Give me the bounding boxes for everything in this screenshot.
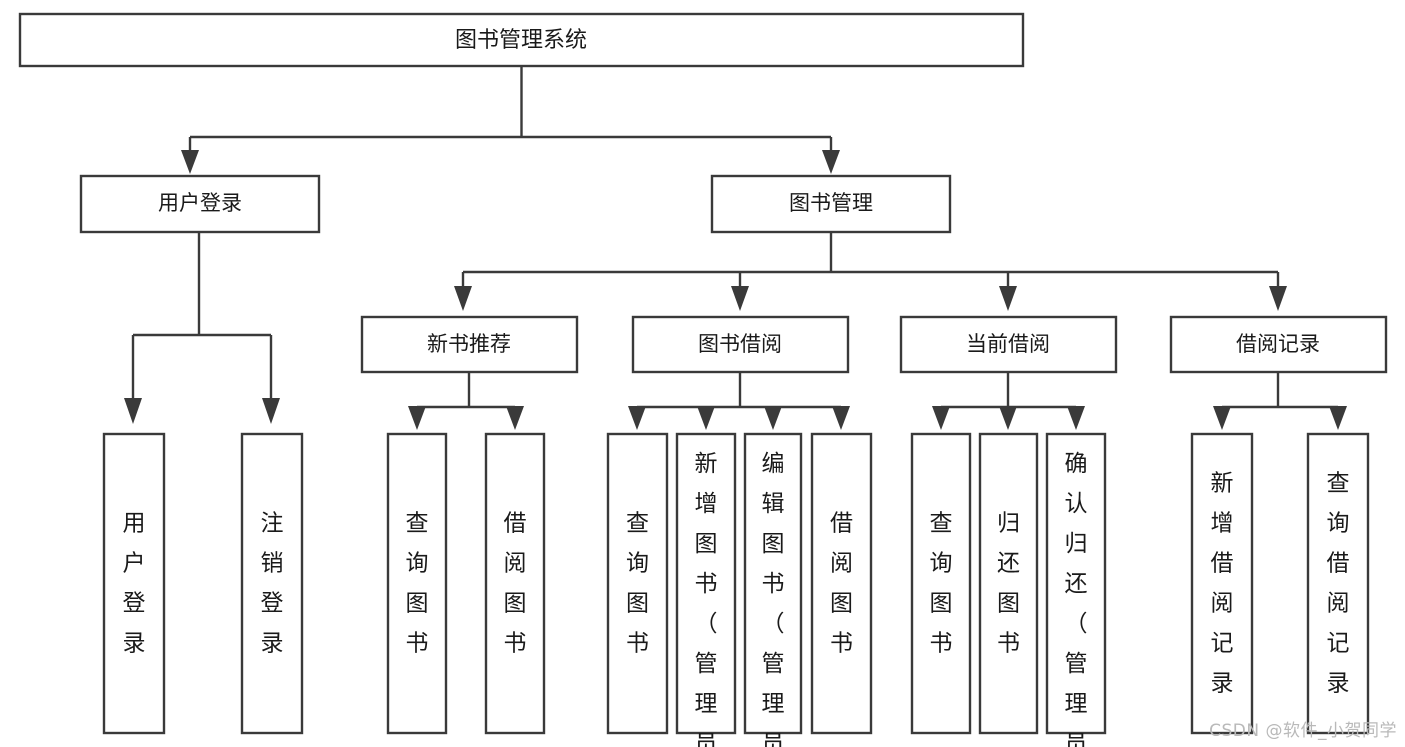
leaf-node-label: 注销登录: [261, 510, 284, 656]
connector-layer: [124, 66, 1347, 430]
arrowhead-level3-2: [731, 286, 749, 311]
node-book-borrow-label: 图书借阅: [698, 332, 782, 356]
arrowhead-borrow-child-1: [628, 406, 646, 430]
leaf-node-book-borrow-1[interactable]: 查询图书: [606, 432, 669, 735]
leaf-node-box[interactable]: [102, 432, 166, 735]
node-new-book-recommend-box[interactable]: [360, 315, 579, 374]
leaf-node-current-borrow-3[interactable]: 确认归还（管理员）: [1045, 432, 1107, 747]
leaf-node-borrow-record-1[interactable]: 新增借阅记录: [1190, 432, 1254, 735]
arrowhead-new-book-child-2: [506, 406, 524, 430]
node-book-management[interactable]: 图书管理: [710, 174, 952, 234]
leaf-node-new-book-2[interactable]: 借阅图书: [484, 432, 546, 735]
node-borrow-record-label: 借阅记录: [1236, 332, 1320, 356]
leaf-node-user-login-1[interactable]: 用户登录: [102, 432, 166, 735]
leaf-node-book-borrow-4[interactable]: 借阅图书: [810, 432, 873, 735]
node-current-borrow-label: 当前借阅: [966, 332, 1050, 356]
leaf-node-box[interactable]: [484, 432, 546, 735]
leaf-node-current-borrow-2[interactable]: 归还图书: [978, 432, 1039, 735]
node-new-book-recommend[interactable]: 新书推荐: [360, 315, 579, 374]
leaf-node-label: 用户登录: [123, 510, 146, 656]
arrowhead-user-login-child-1: [124, 398, 142, 424]
leaf-node-label: 归还图书: [997, 510, 1020, 656]
arrowhead-level3-1: [454, 286, 472, 311]
arrowhead-borrow-child-2: [697, 406, 715, 430]
leaf-node-box[interactable]: [1190, 432, 1254, 735]
arrowhead-record-child-1: [1213, 406, 1231, 430]
arrowhead-current-child-2: [999, 406, 1017, 430]
leaf-node-borrow-record-2[interactable]: 查询借阅记录: [1306, 432, 1370, 735]
leaf-node-label: 借阅图书: [830, 510, 853, 656]
leaf-node-label: 借阅图书: [504, 510, 527, 656]
node-user-login-label: 用户登录: [158, 191, 242, 215]
node-current-borrow-box[interactable]: [899, 315, 1118, 374]
leaf-node-label: 新增图书（管理员）: [695, 451, 718, 747]
arrowhead-user-login: [181, 150, 199, 174]
leaf-node-box[interactable]: [978, 432, 1039, 735]
leaf-node-box[interactable]: [1045, 432, 1107, 735]
arrowhead-record-child-2: [1329, 406, 1347, 430]
node-current-borrow[interactable]: 当前借阅: [899, 315, 1118, 374]
leaf-node-label: 查询图书: [406, 510, 429, 656]
arrowhead-book-mgmt: [822, 150, 840, 174]
arrowhead-borrow-child-3: [764, 406, 782, 430]
node-root-label: 图书管理系统: [455, 28, 587, 53]
node-new-book-recommend-label: 新书推荐: [427, 332, 511, 356]
leaf-node-box[interactable]: [386, 432, 448, 735]
node-book-management-label: 图书管理: [789, 191, 873, 215]
leaf-node-label: 查询借阅记录: [1327, 470, 1350, 696]
arrowhead-level3-4: [1269, 286, 1287, 311]
node-book-borrow-box[interactable]: [631, 315, 850, 374]
leaf-node-current-borrow-1[interactable]: 查询图书: [910, 432, 972, 735]
arrowhead-borrow-child-4: [832, 406, 850, 430]
leaf-node-label: 查询图书: [930, 510, 953, 656]
node-book-management-box[interactable]: [710, 174, 952, 234]
node-book-borrow[interactable]: 图书借阅: [631, 315, 850, 374]
leaf-node-book-borrow-3[interactable]: 编辑图书（管理员）: [743, 432, 803, 747]
node-root-box[interactable]: [18, 12, 1025, 68]
node-root[interactable]: 图书管理系统: [18, 12, 1025, 68]
leaf-node-box[interactable]: [606, 432, 669, 735]
leaf-node-label: 编辑图书（管理员）: [762, 451, 785, 747]
arrowhead-user-login-child-2: [262, 398, 280, 424]
leaf-node-label: 新增借阅记录: [1211, 470, 1234, 696]
leaf-node-box[interactable]: [743, 432, 803, 735]
leaf-node-user-login-2[interactable]: 注销登录: [240, 432, 304, 735]
arrowhead-current-child-1: [932, 406, 950, 430]
node-borrow-record-box[interactable]: [1169, 315, 1388, 374]
arrowhead-new-book-child-1: [408, 406, 426, 430]
leaf-node-box[interactable]: [675, 432, 737, 735]
leaf-node-label: 查询图书: [626, 510, 649, 656]
node-borrow-record[interactable]: 借阅记录: [1169, 315, 1388, 374]
node-user-login-box[interactable]: [79, 174, 321, 234]
leaf-node-box[interactable]: [1306, 432, 1370, 735]
leaf-node-label: 确认归还（管理员）: [1065, 451, 1088, 747]
leaf-node-box[interactable]: [810, 432, 873, 735]
arrowhead-current-child-3: [1067, 406, 1085, 430]
leaf-node-box[interactable]: [240, 432, 304, 735]
leaf-node-box[interactable]: [910, 432, 972, 735]
leaf-node-new-book-1[interactable]: 查询图书: [386, 432, 448, 735]
node-user-login[interactable]: 用户登录: [79, 174, 321, 234]
leaf-layer: 用户登录 注销登录 查询图书 借阅图书 查询图书 新增图书（管理员） 编辑图书（管理员） 借阅…: [102, 432, 1370, 747]
arrowhead-level3-3: [999, 286, 1017, 311]
leaf-node-book-borrow-2[interactable]: 新增图书（管理员）: [675, 432, 737, 747]
